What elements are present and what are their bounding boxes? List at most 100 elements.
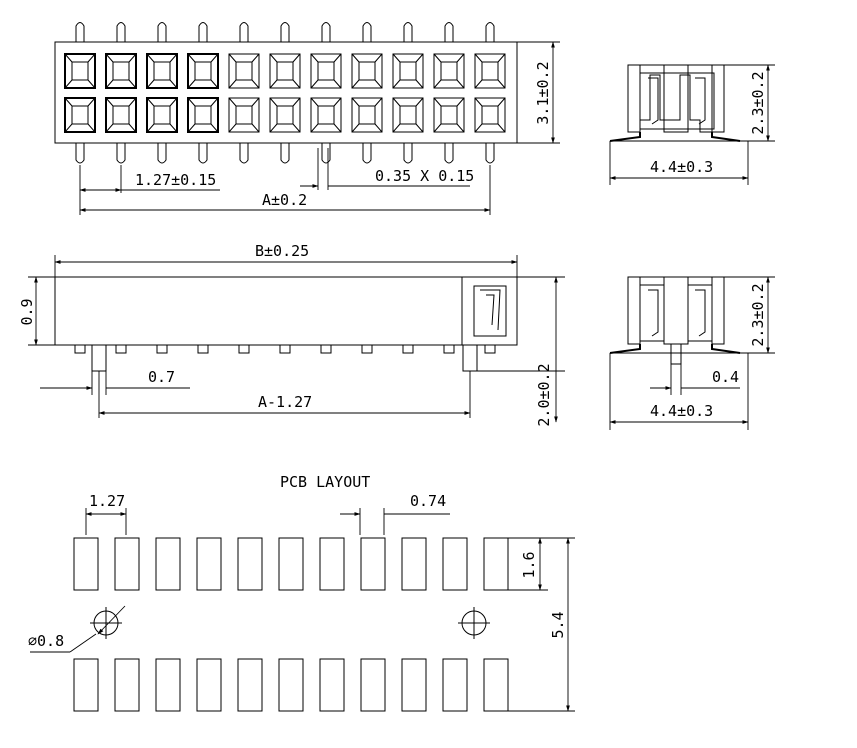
front-cavities <box>64 53 506 133</box>
bottom-peg-label: 0.7 <box>148 368 175 386</box>
bottom-thickness-label: 0.9 <box>18 298 36 325</box>
pin-foot <box>443 344 455 354</box>
pcb-pad <box>483 537 509 591</box>
bottom-view: B±0.25 0.9 2.0±0.2 0.7 A-1.27 <box>18 242 565 427</box>
pcb-pad <box>483 658 509 712</box>
pin <box>280 143 290 164</box>
front-housing <box>54 41 518 144</box>
mounting-hole-right <box>458 607 490 639</box>
pcb-pad <box>278 658 304 712</box>
pcb-pad <box>155 658 181 712</box>
pcb-pad <box>237 537 263 591</box>
pcb-pad <box>319 658 345 712</box>
pin-foot <box>238 344 250 354</box>
pin <box>75 22 85 42</box>
pin <box>198 22 208 42</box>
pcb-layout: PCB LAYOUT ⌀0.8 1.27 0.74 <box>28 473 575 712</box>
peg-right <box>462 344 478 372</box>
pcb-pad <box>360 537 386 591</box>
contact-cavity <box>474 97 506 133</box>
pin <box>444 143 454 164</box>
pcb-pad <box>73 658 99 712</box>
pcb-layout-title: PCB LAYOUT <box>280 473 370 491</box>
pcb-pad-length-label: 1.6 <box>520 551 538 578</box>
pcb-row-span-label: 5.4 <box>549 611 567 638</box>
pin <box>75 143 85 164</box>
pin <box>157 143 167 164</box>
pin <box>280 22 290 42</box>
pin-foot <box>197 344 209 354</box>
contact-cavity <box>187 97 219 133</box>
contact-cavity <box>64 97 96 133</box>
pcb-pad <box>155 537 181 591</box>
peg-left <box>91 344 107 372</box>
pcb-pad <box>196 537 222 591</box>
side-view-bottom: 2.3±0.2 0.4 4.4±0.3 <box>609 276 775 430</box>
front-pins-bottom <box>75 143 495 164</box>
contact-cavity <box>433 97 465 133</box>
front-pin-size-label: 0.35 X 0.15 <box>375 167 474 185</box>
contact-cavity <box>351 53 383 89</box>
side-peg <box>670 343 682 365</box>
pcb-hole-label: ⌀0.8 <box>28 632 64 650</box>
pcb-pad <box>114 537 140 591</box>
pin <box>362 143 372 164</box>
pin <box>116 22 126 42</box>
bottom-housing <box>54 276 518 346</box>
pin <box>198 143 208 164</box>
contact-cavity <box>392 97 424 133</box>
pcb-pad <box>278 537 304 591</box>
bottom-length-b-label: B±0.25 <box>255 242 309 260</box>
pin <box>403 22 413 42</box>
pcb-pad <box>196 658 222 712</box>
pin <box>485 22 495 42</box>
side-view-top: 2.3±0.2 4.4±0.3 <box>609 64 775 185</box>
pin <box>321 143 331 164</box>
side-bottom-width-label: 4.4±0.3 <box>650 402 713 420</box>
pin <box>362 22 372 42</box>
contact-cavity <box>105 97 137 133</box>
pin-foot <box>279 344 291 354</box>
front-pins-top <box>75 22 495 42</box>
side-top-width-label: 4.4±0.3 <box>650 158 713 176</box>
contact-cavity <box>64 53 96 89</box>
contact-cavity <box>351 97 383 133</box>
pcb-pad <box>114 658 140 712</box>
pcb-pad <box>401 537 427 591</box>
pin <box>239 22 249 42</box>
pin-foot <box>115 344 127 354</box>
contact-cavity <box>474 53 506 89</box>
pin <box>239 143 249 164</box>
mounting-hole-left <box>90 607 122 639</box>
pin <box>444 22 454 42</box>
pcb-pad <box>442 658 468 712</box>
side-bottom-peg-label: 0.4 <box>712 368 739 386</box>
pin <box>321 22 331 42</box>
front-height-label: 3.1±0.2 <box>534 61 552 124</box>
front-view: 3.1±0.2 1.27±0.15 0.35 X 0.15 A±0.2 <box>54 22 560 215</box>
pin <box>485 143 495 164</box>
pin-foot <box>156 344 168 354</box>
pcb-pads-top <box>73 537 509 591</box>
pcb-pad <box>401 658 427 712</box>
pin <box>403 143 413 164</box>
front-length-a-label: A±0.2 <box>262 191 307 209</box>
contact-cavity <box>146 97 178 133</box>
contact-cavity <box>228 53 260 89</box>
contact-cavity <box>228 97 260 133</box>
pin-foot <box>320 344 332 354</box>
pcb-pad <box>319 537 345 591</box>
contact-cavity <box>146 53 178 89</box>
contact-cavity <box>105 53 137 89</box>
contact-cavity <box>187 53 219 89</box>
bottom-pins <box>74 344 496 354</box>
pcb-pad <box>360 658 386 712</box>
side-top-height-label: 2.3±0.2 <box>749 71 767 134</box>
contact-cavity <box>269 53 301 89</box>
contact-cavity <box>269 97 301 133</box>
pcb-pad <box>73 537 99 591</box>
contact-cavity <box>433 53 465 89</box>
side-bottom-height-label: 2.3±0.2 <box>749 283 767 346</box>
pin-foot <box>361 344 373 354</box>
